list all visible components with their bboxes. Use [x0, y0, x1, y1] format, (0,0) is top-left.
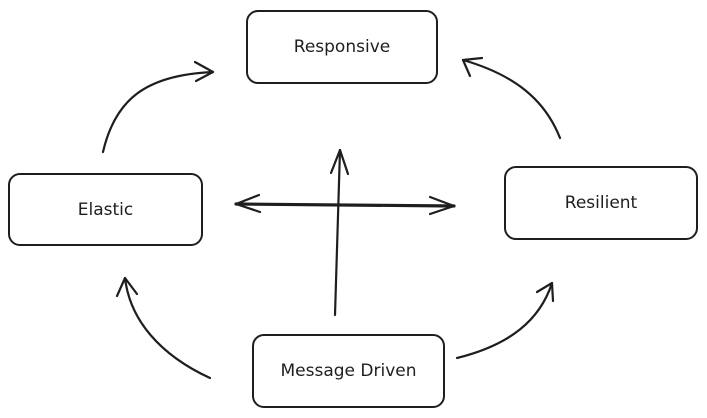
node-elastic[interactable]: Elastic — [8, 173, 203, 246]
vertical-arrow — [329, 148, 350, 317]
arrow-resilient-to-responsive — [461, 56, 562, 140]
node-message-driven[interactable]: Message Driven — [252, 334, 445, 408]
arrow-elastic-to-responsive — [101, 60, 215, 154]
node-resilient[interactable]: Resilient — [504, 166, 698, 240]
horizontal-double-arrow — [234, 193, 456, 216]
arrow-message-driven-to-resilient — [455, 281, 555, 360]
node-responsive[interactable]: Responsive — [246, 10, 438, 84]
arrow-message-driven-to-elastic — [115, 276, 212, 380]
